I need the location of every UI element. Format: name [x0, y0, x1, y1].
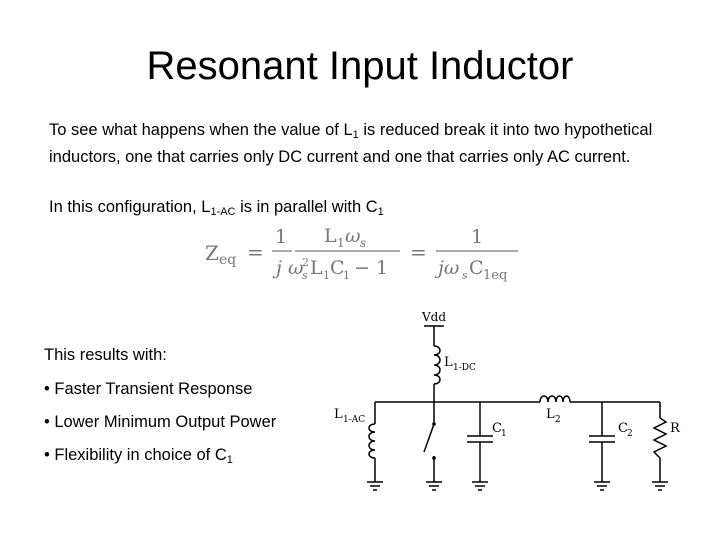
ground-symbol: [652, 481, 668, 491]
intro-paragraph: To see what happens when the value of L1…: [49, 119, 669, 168]
frac2-num-omega-sub: s: [360, 236, 366, 250]
bullet-text: • Flexibility in choice of C: [44, 446, 227, 464]
bullet-sub: 1: [226, 454, 233, 466]
frac2-den-L: L: [310, 257, 323, 279]
c1-plates: [467, 435, 493, 443]
bullet-item: • Faster Transient Response: [44, 378, 276, 411]
l2-label: L: [546, 407, 555, 422]
switch-blade: [423, 423, 435, 453]
results-heading: This results with:: [44, 346, 167, 364]
frac1-num: 1: [275, 226, 287, 248]
l2-label-sub: 2: [555, 415, 561, 425]
intro-text-2: is reduced break it into two hypothetica…: [49, 121, 653, 166]
switch-node: [432, 456, 436, 460]
bullet-item: • Flexibility in choice of C1: [44, 444, 276, 477]
impedance-equation: Z eq = 1 j L 1 ω s ω 2 s L 1 C 1 − 1 = 1…: [205, 225, 518, 283]
ground-symbol: [472, 481, 488, 491]
ground-symbol: [594, 481, 610, 491]
circuit-diagram: Vdd L 1-DC L 1-AC C 1 L 2 C 2 R: [334, 310, 681, 491]
frac2-den-minus: − 1: [354, 257, 388, 279]
c2-label: C: [618, 421, 628, 436]
frac2-den-L-sub: 1: [323, 269, 330, 282]
l1dc-label-sub: 1-DC: [453, 363, 476, 373]
c2-plates: [589, 435, 615, 443]
ground-symbol: [367, 481, 383, 491]
c2-label-sub: 2: [627, 429, 633, 439]
l1ac-label-sub: 1-AC: [343, 415, 365, 425]
config-text-1: In this configuration, L: [49, 198, 211, 216]
l2-inductor: [539, 395, 571, 403]
frac3-den-jw: jω: [434, 257, 459, 279]
intro-text-1: To see what happens when the value of L: [49, 121, 353, 139]
config-text-2: is in parallel with C: [235, 198, 378, 216]
frac3-den-C: C: [469, 257, 484, 279]
eq-lhs-sub: eq: [219, 252, 236, 268]
frac2-den-C-sub: 1: [343, 269, 350, 282]
frac2-num-omega: ω: [345, 225, 361, 247]
frac2-den-omega: ω: [288, 257, 304, 279]
switch-node: [432, 422, 436, 426]
vdd-label: Vdd: [421, 310, 446, 324]
intro-sub: 1: [352, 129, 359, 141]
resistor: [652, 417, 668, 459]
frac2-den-C: C: [330, 257, 345, 279]
eq-equals-1: =: [247, 240, 264, 264]
c1-label: C: [492, 421, 502, 436]
frac3-den-sub: s: [462, 269, 468, 282]
frac3-num: 1: [471, 226, 483, 248]
frac2-num-L: L: [324, 225, 337, 247]
config-sub-1: 1-AC: [210, 206, 236, 218]
ground-symbol: [426, 481, 442, 491]
l1dc-label: L: [444, 355, 453, 370]
eq-equals-2: =: [410, 240, 427, 264]
frac1-den: j: [272, 257, 282, 279]
bullet-item: • Lower Minimum Output Power: [44, 411, 276, 444]
frac2-den-sup: 2: [302, 256, 309, 269]
frac2-den-sub: s: [302, 269, 308, 282]
eq-lhs: Z: [205, 241, 219, 265]
l1dc-inductor: [433, 345, 441, 385]
l1ac-label: L: [334, 407, 343, 422]
frac2-num-L-sub: 1: [337, 236, 345, 250]
l1ac-inductor: [368, 423, 376, 459]
c1-label-sub: 1: [501, 429, 507, 439]
results-list: • Faster Transient Response • Lower Mini…: [44, 378, 276, 477]
config-sub-2: 1: [377, 206, 384, 218]
r-label: R: [670, 421, 681, 436]
frac3-den-C-sub: 1eq: [483, 268, 507, 283]
slide-title: Resonant Input Inductor: [146, 44, 574, 88]
bullet-text: • Lower Minimum Output Power: [44, 413, 277, 431]
config-paragraph: In this configuration, L1-AC is in paral…: [49, 196, 669, 223]
bullet-text: • Faster Transient Response: [44, 380, 253, 398]
